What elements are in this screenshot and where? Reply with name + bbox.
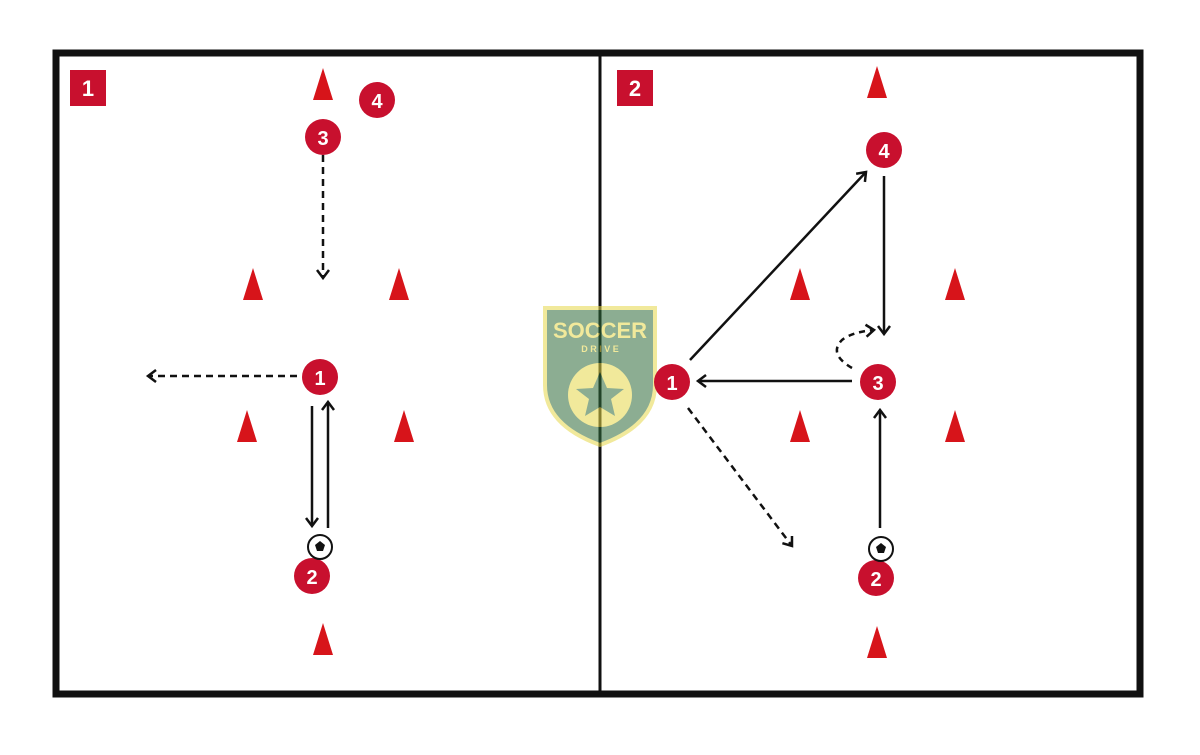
run-arrow-1 bbox=[687, 407, 794, 548]
cone-icon bbox=[313, 623, 333, 655]
cone-icon bbox=[867, 626, 887, 658]
panel-label-2: 2 bbox=[617, 70, 653, 106]
player-2: 2 bbox=[294, 558, 330, 594]
players-panel-2: 4 1 3 2 bbox=[654, 132, 902, 596]
soccer-ball-icon bbox=[868, 536, 894, 562]
player-2: 2 bbox=[858, 560, 894, 596]
player-1-label: 1 bbox=[666, 373, 677, 395]
panel-label-1-text: 1 bbox=[82, 76, 94, 101]
cone-icon bbox=[790, 410, 810, 442]
pass-arrow-1-to-4 bbox=[689, 170, 868, 361]
arrows-panel-2 bbox=[687, 170, 891, 548]
player-4: 4 bbox=[866, 132, 902, 168]
players-panel-1: 3 4 1 2 bbox=[294, 82, 395, 594]
cones-panel-2 bbox=[790, 66, 965, 658]
player-3: 3 bbox=[860, 364, 896, 400]
panel-label-2-text: 2 bbox=[629, 76, 641, 101]
logo-text-line1: SOCCER bbox=[553, 318, 647, 343]
player-4-label: 4 bbox=[371, 91, 383, 113]
arrows-panel-1 bbox=[145, 155, 335, 529]
cone-icon bbox=[790, 268, 810, 300]
player-1-label: 1 bbox=[314, 368, 325, 390]
cone-icon bbox=[394, 410, 414, 442]
player-3-label: 3 bbox=[317, 128, 328, 150]
cone-icon bbox=[945, 410, 965, 442]
player-3-label: 3 bbox=[872, 373, 883, 395]
player-2-label: 2 bbox=[870, 569, 881, 591]
soccer-drive-logo: SOCCER D R I V E bbox=[543, 306, 657, 448]
logo-text-line2: D R I V E bbox=[581, 344, 619, 354]
player-2-label: 2 bbox=[306, 567, 317, 589]
cone-icon bbox=[313, 68, 333, 100]
player-1: 1 bbox=[654, 364, 690, 400]
player-1: 1 bbox=[302, 359, 338, 395]
cone-icon bbox=[945, 268, 965, 300]
player-4-label: 4 bbox=[878, 141, 890, 163]
soccer-ball-icon bbox=[307, 534, 333, 560]
cone-icon bbox=[243, 268, 263, 300]
cone-icon bbox=[237, 410, 257, 442]
panel-label-1: 1 bbox=[70, 70, 106, 106]
player-3: 3 bbox=[305, 119, 341, 155]
cone-icon bbox=[867, 66, 887, 98]
player-4: 4 bbox=[359, 82, 395, 118]
cone-icon bbox=[389, 268, 409, 300]
cones-panel-1 bbox=[237, 68, 414, 655]
run-arrow-3-curve bbox=[835, 323, 877, 370]
logo-star bbox=[576, 372, 624, 416]
